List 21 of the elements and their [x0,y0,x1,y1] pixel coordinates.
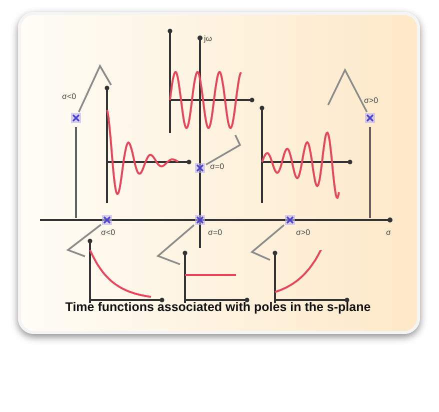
time-response-plot [165,28,255,135]
leader-line [250,224,285,261]
axis-label: σ [386,228,391,237]
pole-label: σ=0 [210,162,224,171]
caption: Time functions associated with poles in the s-plane [64,300,372,314]
pole-mark [101,214,113,226]
pole-label: σ<0 [62,92,76,101]
pole-label: σ<0 [101,228,116,237]
leader-line [78,64,112,112]
leader-line [327,68,368,112]
pole-mark [194,214,206,226]
leader-line [66,224,102,258]
leader-line [156,224,195,266]
pole-mark [70,112,82,124]
leader-line [206,134,242,166]
pole-mark [364,112,376,124]
pole-label: σ=0 [208,228,222,237]
pole-mark [194,162,206,174]
pole-label: σ>0 [364,96,378,105]
pole-label: σ>0 [296,228,310,237]
axis-label: jω [204,34,212,43]
